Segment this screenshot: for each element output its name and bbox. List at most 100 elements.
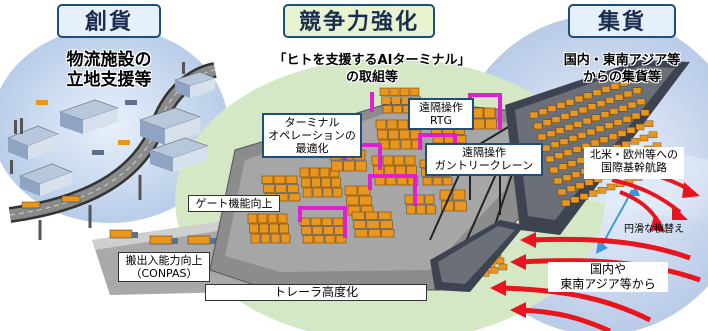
container-block <box>382 105 393 114</box>
container-block <box>313 235 325 244</box>
container-block <box>311 177 321 188</box>
ship-container <box>564 124 574 131</box>
container-block <box>312 226 323 235</box>
ship-container <box>573 120 583 128</box>
container-block <box>485 118 497 130</box>
container-block <box>331 177 341 188</box>
container-block <box>379 220 393 229</box>
label-route: 北米・欧州等への 国際基幹航路 <box>584 147 684 179</box>
container-block <box>432 177 443 186</box>
container-block <box>375 119 387 130</box>
container-block <box>273 175 286 184</box>
ship-container <box>626 126 636 134</box>
container-block <box>346 195 359 206</box>
container-block <box>250 233 261 244</box>
ship-container <box>570 196 580 204</box>
container-block <box>359 195 372 206</box>
container-block <box>483 107 496 119</box>
ship-container <box>541 144 551 152</box>
ship-container <box>575 182 585 189</box>
truck-icon <box>61 195 81 203</box>
container-block <box>301 226 312 235</box>
container-block <box>365 211 378 220</box>
container-block <box>285 175 298 184</box>
container-block <box>344 185 358 196</box>
ship-container <box>542 119 552 127</box>
ship-container <box>635 123 645 131</box>
ship-container <box>595 125 605 133</box>
container-block <box>455 135 467 144</box>
header-sogaka: 創貨 <box>57 4 161 38</box>
label-terminal-optimization: ターミナル オペレーションの 最適化 <box>262 113 362 158</box>
ship-container <box>565 98 575 106</box>
container-block <box>357 185 371 196</box>
ship-container <box>632 87 642 95</box>
ship-container <box>617 130 627 137</box>
container-block <box>332 187 343 198</box>
ship-container <box>549 166 559 174</box>
ship-container <box>648 131 658 139</box>
container-block <box>302 187 313 198</box>
container-block <box>257 213 268 224</box>
container-block <box>386 119 398 130</box>
container-block <box>366 220 380 229</box>
ship-container <box>631 112 641 120</box>
header-competitiveness: 競争力強化 <box>283 4 435 38</box>
container-block <box>259 223 269 234</box>
ship-container <box>546 130 556 138</box>
container-block <box>404 155 416 166</box>
right-caption: 国内・東南アジア等 からの集貨等 <box>563 53 681 85</box>
ship-container <box>551 116 561 123</box>
header-shuka: 集貨 <box>568 4 676 38</box>
ship-container <box>529 111 539 119</box>
container-block <box>389 87 400 96</box>
ship-container <box>579 193 589 200</box>
ship-container <box>599 136 609 144</box>
container-block <box>335 235 347 244</box>
container-block <box>384 165 395 176</box>
container-block <box>279 223 289 234</box>
container-block <box>416 204 426 215</box>
container-block <box>322 187 333 198</box>
container-block <box>247 213 258 224</box>
ship-container <box>567 160 577 167</box>
ship-container <box>561 199 571 207</box>
ship-container <box>588 190 598 197</box>
ship-container <box>553 177 563 185</box>
container-block <box>287 184 299 193</box>
ship-container <box>550 141 560 149</box>
container-block <box>409 87 420 96</box>
container-block <box>392 105 403 114</box>
ship-container <box>582 117 592 125</box>
ship-container <box>586 128 596 136</box>
warehouse-cluster <box>7 62 216 196</box>
container-block <box>301 177 311 188</box>
container-block <box>302 235 314 244</box>
container-block <box>355 160 367 172</box>
container-block <box>378 211 392 220</box>
ship-container <box>630 137 640 145</box>
container-block <box>406 165 417 176</box>
container-block <box>275 184 287 193</box>
ship-container <box>558 163 568 171</box>
ship-container <box>587 103 597 111</box>
container-block <box>261 175 274 184</box>
ship-container <box>610 82 620 90</box>
ship-container <box>591 114 601 122</box>
ship-container <box>566 185 576 193</box>
container-block <box>269 223 279 234</box>
container-block <box>424 194 435 205</box>
container-block <box>280 233 291 244</box>
container-block <box>381 229 395 238</box>
container-block <box>343 160 355 172</box>
ship-container <box>569 109 579 117</box>
ship-container <box>597 186 607 194</box>
ship-container <box>563 149 573 156</box>
container-block <box>388 129 399 140</box>
container-block <box>368 229 381 238</box>
container-block <box>393 155 405 166</box>
container-block <box>270 233 281 244</box>
container-block <box>377 129 388 140</box>
ship-container <box>628 76 638 84</box>
